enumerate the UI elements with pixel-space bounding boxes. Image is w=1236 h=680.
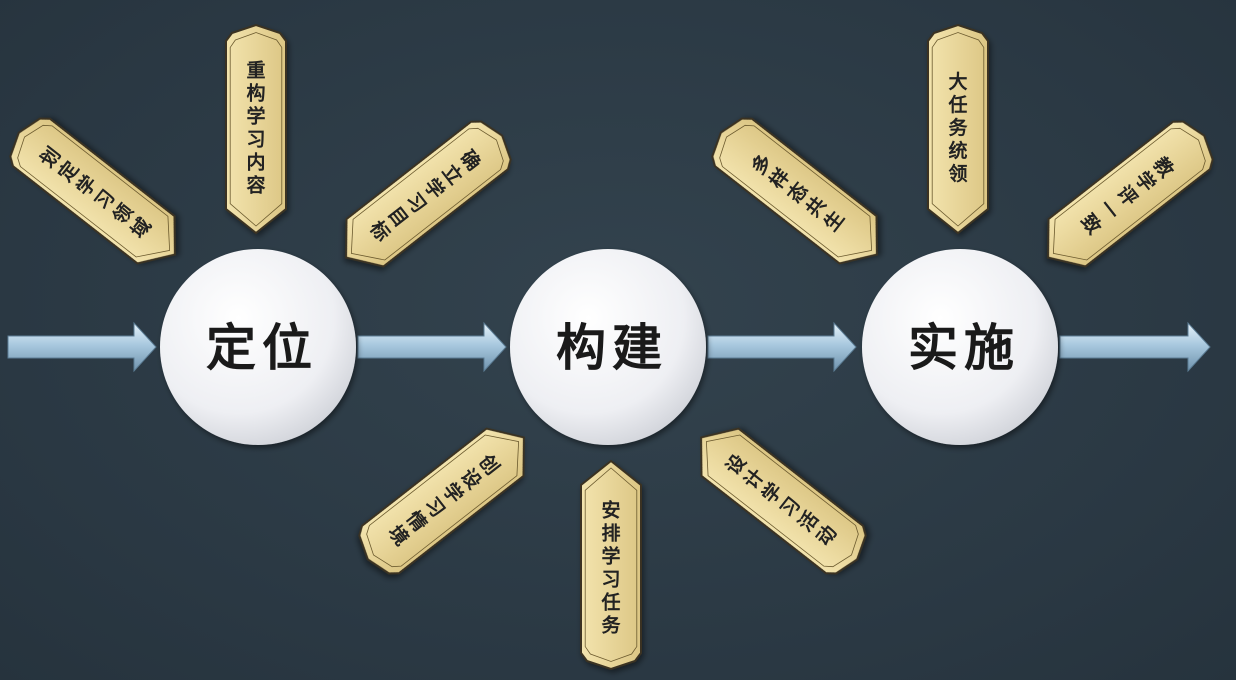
tag-shape [358,427,525,575]
stage-node-2: 构建 [510,249,706,445]
stage-2-tag-1: 创设学习情境 [358,427,525,575]
stage-circle [510,249,706,445]
flow-arrow-3 [707,321,857,373]
stage-circle [862,249,1058,445]
tag-label: 安排学习任务 [600,499,621,637]
flow-arrow-2 [357,321,507,373]
stage-2-tag-3: 设计学习活动 [700,427,867,575]
stage-3-tag-3: 教学评一致 [1047,120,1214,268]
flow-arrow-1 [7,321,157,373]
tag-label: 大任务统领 [947,70,968,185]
stage-3-tag-2: 大任务统领 [927,23,989,235]
flow-arrows [7,321,1211,373]
stage-1-tag-1: 划定学习领域 [9,117,176,265]
flow-arrow-4 [1059,321,1211,373]
tag-inner-border [705,434,859,568]
stage-nodes: 定位 构建 实施 [160,249,1058,445]
tag-inner-border [229,32,283,227]
stage-2-tag-2: 安排学习任务 [580,459,642,671]
stage-label: 构建 [556,318,668,377]
stage-circle [160,249,356,445]
stage-1-tag-2: 重构学习内容 [225,23,287,235]
tag-inner-border [719,124,873,258]
tag-inner-border [1052,127,1206,261]
tag-inner-border [366,434,520,568]
tag-shape [700,427,867,575]
tag-inner-border [584,467,638,662]
tag-shape [225,23,287,235]
tag-shape [711,117,878,265]
tag-shape [9,117,176,265]
stage-label: 实施 [908,318,1020,377]
tag-inner-border [17,124,171,258]
tag-shape [580,459,642,671]
stage-1-tag-3: 确立学习目标 [345,120,512,268]
tag-shape [1047,120,1214,268]
tag-label: 重构学习内容 [246,60,265,197]
stage-label: 定位 [206,318,318,377]
stage-node-3: 实施 [862,249,1058,445]
tag-shape [927,23,989,235]
tag-inner-border [350,127,504,261]
tag-inner-border [931,32,985,227]
stage-3-tag-1: 多样态共生 [711,117,878,265]
stage-node-1: 定位 [160,249,356,445]
tag-shape [345,120,512,268]
